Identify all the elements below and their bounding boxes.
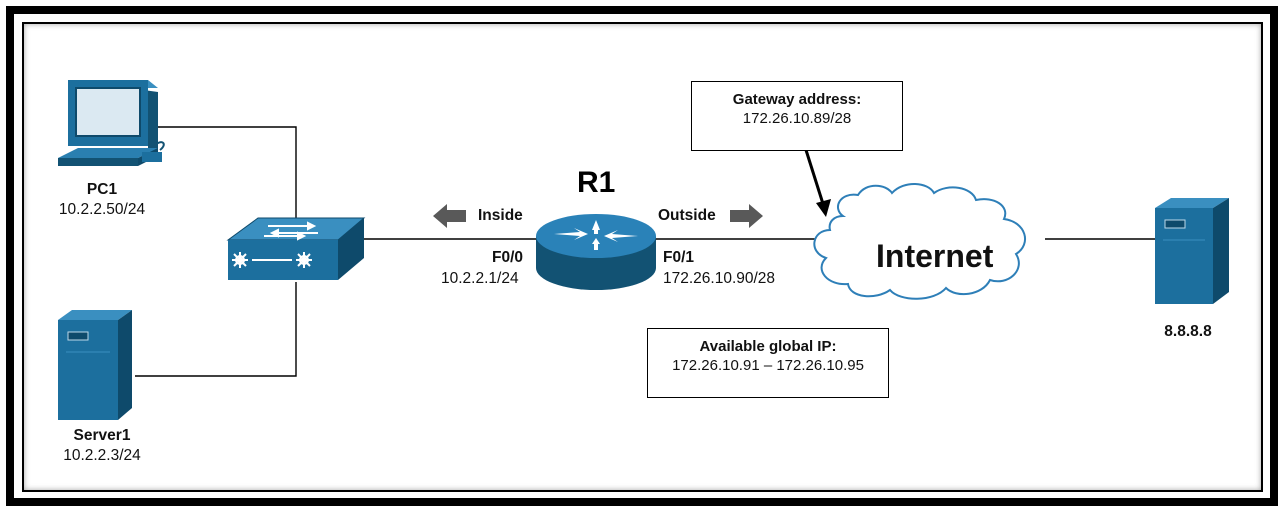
cloud-icon	[813, 183, 1027, 300]
internet-label: Internet	[876, 238, 994, 274]
outside-ip-label: 172.26.10.90/28	[663, 270, 776, 287]
remote-server-ip-label: 8.8.8.8	[1164, 323, 1212, 340]
router-icon	[536, 214, 656, 290]
switch-icon	[226, 217, 366, 280]
server-icon-left	[58, 310, 132, 420]
pc-icon	[58, 80, 165, 166]
outside-label: Outside	[658, 207, 716, 224]
gateway-callout-value: 172.26.10.89/28	[742, 110, 852, 127]
router-name-label: R1	[577, 166, 616, 199]
arrow-inside	[433, 204, 466, 228]
link-server1-switch	[135, 282, 297, 377]
gateway-callout-title: Gateway address:	[732, 91, 862, 108]
diagram-frame	[22, 22, 1263, 492]
global-ip-callout-title: Available global IP:	[699, 338, 837, 355]
arrow-outside	[730, 204, 763, 228]
global-ip-callout: Available global IP: 172.26.10.91 – 172.…	[647, 328, 889, 398]
outer-frame	[6, 6, 1278, 506]
server-icon-right	[1155, 198, 1229, 304]
pc1-ip-label: 10.2.2.50/24	[58, 201, 146, 218]
gateway-callout: Gateway address: 172.26.10.89/28	[691, 81, 903, 151]
f01-label: F0/1	[663, 249, 695, 266]
inside-ip-label: 10.2.2.1/24	[441, 270, 519, 287]
pc1-name-label: PC1	[86, 181, 118, 198]
server1-name-label: Server1	[73, 427, 131, 444]
inside-label: Inside	[478, 207, 523, 224]
f00-label: F0/0	[492, 249, 524, 266]
gateway-pointer-arrow	[804, 149, 831, 217]
global-ip-callout-value: 172.26.10.91 – 172.26.10.95	[672, 357, 864, 374]
link-pc1-switch	[150, 126, 297, 222]
links	[135, 126, 1155, 377]
server1-ip-label: 10.2.2.3/24	[63, 447, 141, 464]
